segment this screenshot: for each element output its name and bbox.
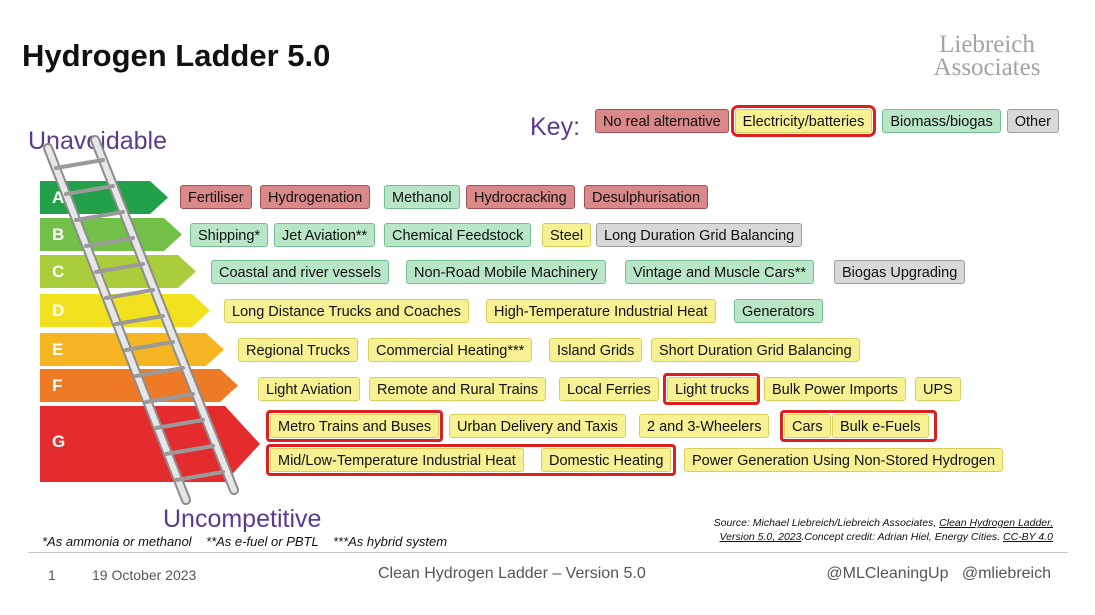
rung-a-letter: A bbox=[52, 188, 65, 207]
highlight-light-trucks bbox=[663, 373, 760, 405]
chip-generators: Generators bbox=[734, 299, 823, 323]
chip-shipping: Shipping* bbox=[190, 223, 269, 247]
chip-coastal-river-vessels: Coastal and river vessels bbox=[211, 260, 389, 284]
chip-urban-delivery-taxis: Urban Delivery and Taxis bbox=[449, 414, 626, 438]
chip-high-temperature-industrial-heat: High-Temperature Industrial Heat bbox=[486, 299, 716, 323]
footer-divider bbox=[28, 552, 1068, 553]
highlight-heat-row bbox=[266, 444, 676, 476]
chip-hydrogenation: Hydrogenation bbox=[260, 185, 371, 209]
logo-line-1: Liebreich bbox=[939, 31, 1035, 58]
chip-ups: UPS bbox=[915, 377, 961, 401]
highlight-metro-trains-buses bbox=[266, 410, 443, 442]
chip-desulphurisation: Desulphurisation bbox=[584, 185, 709, 209]
rung-d-arrow bbox=[40, 294, 210, 327]
chip-power-generation-non-stored-hydrogen: Power Generation Using Non-Stored Hydrog… bbox=[684, 448, 1004, 472]
rung-g-letter: G bbox=[52, 432, 66, 451]
key-label: Key: bbox=[530, 113, 581, 141]
chip-short-duration-grid-balancing: Short Duration Grid Balancing bbox=[651, 338, 860, 362]
key-electricity-batteries: Electricity/batteries bbox=[730, 105, 877, 137]
rung-f-arrow bbox=[40, 369, 238, 402]
rung-f-letter: F bbox=[52, 376, 63, 395]
chip-jet-aviation: Jet Aviation** bbox=[274, 223, 376, 247]
chip-bulk-power-imports: Bulk Power Imports bbox=[764, 377, 906, 401]
source-citation: Source: Michael Liebreich/Liebreich Asso… bbox=[714, 516, 1053, 544]
rung-d-letter: D bbox=[52, 301, 65, 320]
chip-light-trucks: Light trucks bbox=[667, 377, 758, 401]
source-credit: .Concept credit: Adrian Hiel, Energy Cit… bbox=[801, 531, 1003, 543]
chip-long-distance-trucks: Long Distance Trucks and Coaches bbox=[224, 299, 469, 323]
chip-bulk-e-fuels: Bulk e-Fuels bbox=[832, 414, 929, 438]
source-prefix: Source: Michael Liebreich/Liebreich Asso… bbox=[713, 517, 940, 529]
chip-biogas-upgrading: Biogas Upgrading bbox=[834, 260, 966, 284]
chip-methanol: Methanol bbox=[384, 185, 460, 209]
chip-hydrocracking: Hydrocracking bbox=[466, 185, 575, 209]
chip-domestic-heating: Domestic Heating bbox=[541, 448, 672, 472]
chip-steel: Steel bbox=[542, 223, 592, 247]
chip-2-3-wheelers: 2 and 3-Wheelers bbox=[639, 414, 770, 438]
chip-island-grids: Island Grids bbox=[549, 338, 643, 362]
chip-commercial-heating: Commercial Heating*** bbox=[368, 338, 533, 362]
rung-b-letter: B bbox=[52, 225, 65, 244]
rung-e-arrow bbox=[40, 333, 224, 366]
bottom-label: Uncompetitive bbox=[163, 505, 322, 533]
footer-page-number: 1 bbox=[48, 567, 56, 583]
chip-light-aviation: Light Aviation bbox=[258, 377, 360, 401]
chip-local-ferries: Local Ferries bbox=[559, 377, 659, 401]
chip-metro-trains-buses: Metro Trains and Buses bbox=[270, 414, 440, 438]
key-other: Other bbox=[1006, 109, 1059, 133]
footnote: *As ammonia or methanol **As e-fuel or P… bbox=[42, 534, 448, 549]
chip-fertiliser: Fertiliser bbox=[180, 185, 252, 209]
source-license-link[interactable]: CC-BY 4.0 bbox=[1003, 531, 1053, 543]
logo: Liebreich Associates bbox=[917, 31, 1057, 81]
chip-regional-trucks: Regional Trucks bbox=[238, 338, 358, 362]
chip-chemical-feedstock: Chemical Feedstock bbox=[384, 223, 532, 247]
logo-line-2: Associates bbox=[933, 54, 1041, 81]
key-no-real-alternative: No real alternative bbox=[595, 109, 729, 133]
footer-handles: @MLCleaningUp @mliebreich bbox=[826, 565, 1051, 582]
rung-c-letter: C bbox=[52, 262, 65, 281]
footer-center-title: Clean Hydrogen Ladder – Version 5.0 bbox=[378, 565, 646, 582]
chip-long-duration-grid-balancing: Long Duration Grid Balancing bbox=[596, 223, 803, 247]
footer-date: 19 October 2023 bbox=[92, 567, 197, 583]
chip-remote-rural-trains: Remote and Rural Trains bbox=[369, 377, 547, 401]
slide-title: Hydrogen Ladder 5.0 bbox=[22, 38, 331, 73]
rung-g-arrow bbox=[40, 406, 260, 482]
source-link-version[interactable]: Version 5.0, 2023 bbox=[719, 531, 802, 543]
key-biomass-biogas: Biomass/biogas bbox=[882, 109, 1001, 133]
highlight-cars-bulk-e-fuels bbox=[780, 410, 937, 442]
chip-non-road-mobile-machinery: Non-Road Mobile Machinery bbox=[406, 260, 606, 284]
source-link-ladder[interactable]: Clean Hydrogen Ladder, bbox=[939, 517, 1053, 529]
key-legend: No real alternative Electricity/batterie… bbox=[595, 105, 1059, 137]
rung-e-letter: E bbox=[52, 340, 64, 359]
chip-mid-low-temperature-industrial-heat: Mid/Low-Temperature Industrial Heat bbox=[270, 448, 524, 472]
chip-cars: Cars bbox=[784, 414, 831, 438]
top-label: Unavoidable bbox=[28, 127, 167, 155]
chip-vintage-muscle-cars: Vintage and Muscle Cars** bbox=[625, 260, 815, 284]
